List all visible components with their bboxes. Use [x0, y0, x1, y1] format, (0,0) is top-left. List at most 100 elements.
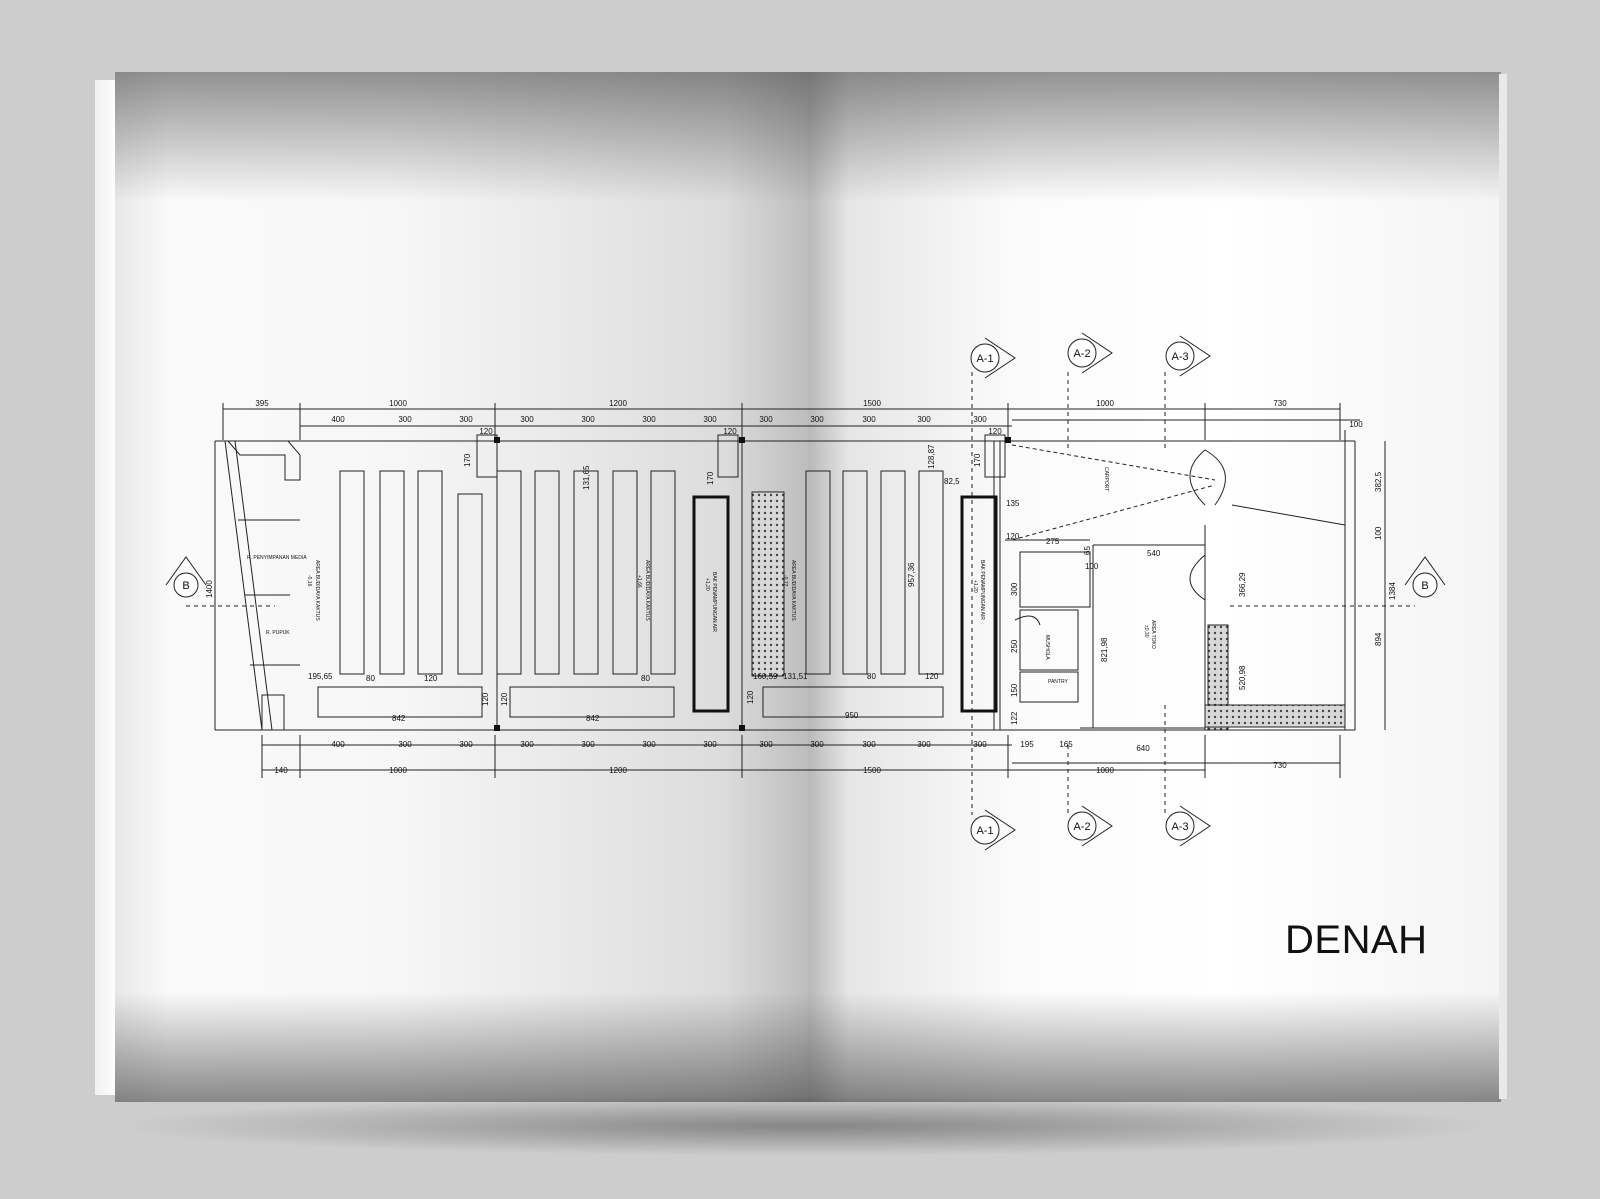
section-marker-a1-top: A-1	[970, 337, 1016, 379]
dim-top-minor: 300	[642, 415, 656, 424]
dim-bottom-minor: 195	[1020, 740, 1034, 749]
dim-inner: 131,51	[783, 672, 808, 681]
label-level: -0,16	[306, 575, 312, 587]
dim-inner: 82,5	[944, 477, 960, 486]
label-area-toko: AREA TOKO	[1150, 620, 1156, 649]
dim-top-minor: 120	[723, 427, 737, 436]
dim-top-minor: 300	[917, 415, 931, 424]
dim-bottom-major: 1200	[609, 766, 627, 775]
dim-inner: 540	[1147, 549, 1161, 558]
dim-top-minor: 300	[862, 415, 876, 424]
label-level: +1,66	[636, 575, 642, 588]
svg-text:B: B	[1421, 580, 1428, 592]
dim-inner: 957,36	[907, 562, 916, 587]
dim-bottom-minor: 300	[917, 740, 931, 749]
svg-text:A-2: A-2	[1073, 348, 1090, 360]
label-pupuk: R. PUPUK	[266, 630, 290, 636]
dim-inner: 120	[746, 690, 755, 704]
dim-inner: 382,5	[1374, 471, 1383, 492]
label-level: +1,20	[704, 578, 710, 591]
dim-top-minor: 300	[398, 415, 412, 424]
dim-bottom-minor: 400	[331, 740, 345, 749]
dim-inner: 1400	[205, 580, 214, 598]
dim-bottom-major: 1500	[863, 766, 881, 775]
dim-top-minor: 300	[581, 415, 595, 424]
dim-inner: 821,98	[1100, 637, 1109, 662]
section-marker-a1-bottom: A-1	[970, 809, 1016, 851]
dim-top-minor: 120	[479, 427, 493, 436]
label-carport: CARPORT	[1103, 467, 1109, 491]
dim-bottom-major: 140	[274, 766, 288, 775]
dim-inner: 366,29	[1238, 572, 1247, 597]
dim-bottom-minor: 300	[642, 740, 656, 749]
dim-inner: 160,59	[753, 672, 778, 681]
water-tank	[960, 495, 998, 713]
section-marker-b-left: B	[165, 556, 207, 598]
dim-inner: 131,65	[582, 465, 591, 490]
gravel-bed	[751, 491, 785, 677]
dim-inner: 120	[925, 672, 939, 681]
dim-inner: 170	[973, 453, 982, 467]
dim-inner: 135	[1006, 499, 1020, 508]
dim-bottom-minor: 300	[810, 740, 824, 749]
svg-text:A-1: A-1	[976, 825, 993, 837]
dim-inner: 275	[1046, 537, 1060, 546]
dim-inner: 195,65	[308, 672, 333, 681]
dim-inner: 170	[463, 453, 472, 467]
svg-text:A-3: A-3	[1171, 821, 1188, 833]
svg-text:A-1: A-1	[976, 353, 993, 365]
dim-bottom-major: 1000	[389, 766, 407, 775]
dim-inner: 950	[845, 711, 859, 720]
dim-top-major: 395	[255, 399, 269, 408]
dim-top-minor: 300	[759, 415, 773, 424]
dim-bottom-minor: 300	[520, 740, 534, 749]
book-shadow	[110, 1096, 1500, 1156]
dim-inner: 300	[1010, 582, 1019, 596]
label-bak: BAK PENAMPUNGAN AIR	[711, 572, 717, 632]
section-marker-a2-bottom: A-2	[1067, 805, 1113, 847]
label-bak: BAK PENAMPUNGAN AIR	[979, 560, 985, 620]
label-area-budidaya: AREA BUDIDAYA KAKTUS	[790, 560, 796, 621]
dim-top-minor: 300	[520, 415, 534, 424]
dim-top-major: 1500	[863, 399, 881, 408]
dim-top-minor: 120	[988, 427, 1002, 436]
dim-inner: 842	[392, 714, 406, 723]
dim-top-major: 1000	[389, 399, 407, 408]
section-marker-a3-bottom: A-3	[1165, 805, 1211, 847]
dim-inner: 842	[586, 714, 600, 723]
label-pantry: PANTRY	[1048, 679, 1068, 685]
label-level: ±0,30	[1143, 625, 1149, 638]
gravel-strip-bottom	[1204, 704, 1346, 728]
svg-text:A-3: A-3	[1171, 351, 1188, 363]
dim-bottom-minor: 300	[759, 740, 773, 749]
dim-inner: 120	[1006, 532, 1020, 541]
dim-top-major: 1200	[609, 399, 627, 408]
dim-inner: 250	[1010, 639, 1019, 653]
dim-bottom-minor: 300	[973, 740, 987, 749]
dim-bottom-minor: 640	[1136, 744, 1150, 753]
dim-inner: 520,98	[1238, 665, 1247, 690]
dim-bottom-major: 1000	[1096, 766, 1114, 775]
label-penyimpanan: R. PENYIMPANAN MEDIA	[247, 555, 307, 561]
dim-inner: 80	[867, 672, 876, 681]
dim-bottom-major: 730	[1273, 761, 1287, 770]
dim-inner: 894	[1374, 632, 1383, 646]
dim-top-major: 1000	[1096, 399, 1114, 408]
label-mushola: MUSHOLA	[1044, 635, 1050, 660]
dim-inner: 100	[1085, 562, 1099, 571]
book-page-edge-right	[1499, 74, 1507, 1099]
section-marker-b-right: B	[1404, 556, 1446, 598]
dim-top-minor: 300	[703, 415, 717, 424]
dim-bottom-minor: 165	[1059, 740, 1073, 749]
dim-bottom-minor: 300	[459, 740, 473, 749]
svg-text:A-2: A-2	[1073, 821, 1090, 833]
page-title: DENAH	[1285, 918, 1428, 962]
dim-top-minor: 100	[1349, 420, 1363, 429]
gravel-strip	[1207, 624, 1229, 731]
book-page-edge-left	[95, 80, 117, 1095]
dim-top-minor: 300	[973, 415, 987, 424]
dim-inner: 170	[706, 471, 715, 485]
dim-bottom-minor: 300	[703, 740, 717, 749]
svg-text:B: B	[182, 580, 189, 592]
